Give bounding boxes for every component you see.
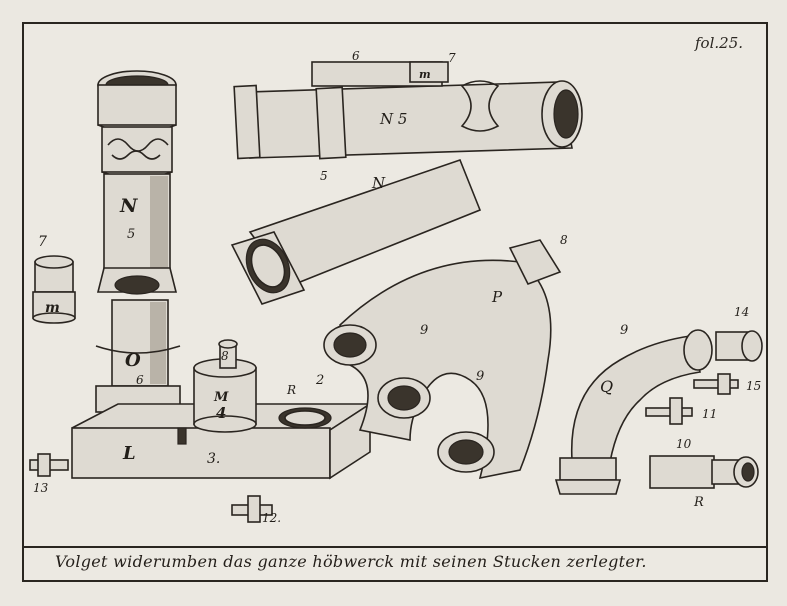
base-box xyxy=(71,402,373,480)
label-cyl-8: 8 xyxy=(221,349,229,363)
label-piece-15: 15 xyxy=(746,379,761,393)
diagonal-pipe xyxy=(230,158,482,305)
label-elbow-q: Q xyxy=(600,377,613,396)
label-pipe-mid-5: 5 xyxy=(320,169,328,183)
label-pipe-top-7: 7 xyxy=(448,51,456,65)
fitting-10 xyxy=(649,455,759,489)
label-piece-14: 14 xyxy=(734,305,749,319)
label-tower-o: O xyxy=(125,350,141,371)
label-pipe-top-m: m xyxy=(419,68,431,81)
horizontal-pipe-n5 xyxy=(233,61,583,160)
fitting-14 xyxy=(715,330,763,362)
fitting-12 xyxy=(231,495,273,523)
label-piece-r: R xyxy=(693,495,704,510)
label-piece-12: 12. xyxy=(262,511,281,525)
folio-number: fol.25. xyxy=(695,34,744,52)
label-base-3: 3. xyxy=(207,451,220,467)
fitting-15 xyxy=(693,373,739,395)
label-piece-10: 10 xyxy=(676,437,692,451)
small-cylinder-m xyxy=(32,255,76,324)
label-pipe-mid-n: N xyxy=(371,174,386,192)
caption-divider xyxy=(22,546,768,548)
label-small-m: m xyxy=(45,300,60,316)
fork-pipe-p xyxy=(323,239,562,480)
label-fork-p: P xyxy=(491,288,503,306)
vertical-pipe-tower xyxy=(95,70,181,413)
label-pipe-top-n5: N 5 xyxy=(379,110,407,128)
label-fork-8: 8 xyxy=(560,233,568,247)
label-small-7: 7 xyxy=(38,234,47,250)
label-elbow-9: 9 xyxy=(620,323,628,338)
label-tower-5: 5 xyxy=(127,227,135,242)
label-cyl-4: 4 xyxy=(216,404,226,422)
plate-caption: Volget widerumben das ganze höbwerck mit… xyxy=(55,552,647,571)
label-cyl-m: M xyxy=(213,390,229,405)
fitting-11 xyxy=(645,397,693,425)
label-piece-13: 13 xyxy=(33,481,49,495)
label-base-2: 2 xyxy=(315,373,324,388)
label-tower-n: N xyxy=(119,195,138,217)
label-fork-9a: 9 xyxy=(420,323,428,338)
cylinder-m4 xyxy=(193,339,257,433)
label-pipe-top-6: 6 xyxy=(352,49,360,63)
label-fork-9b: 9 xyxy=(476,369,484,384)
fitting-13 xyxy=(29,453,69,477)
label-piece-11: 11 xyxy=(702,407,717,421)
elbow-pipe-q xyxy=(554,329,713,495)
label-base-r: R xyxy=(286,383,296,397)
label-tower-6: 6 xyxy=(136,373,144,387)
label-base-l: L xyxy=(122,443,136,464)
